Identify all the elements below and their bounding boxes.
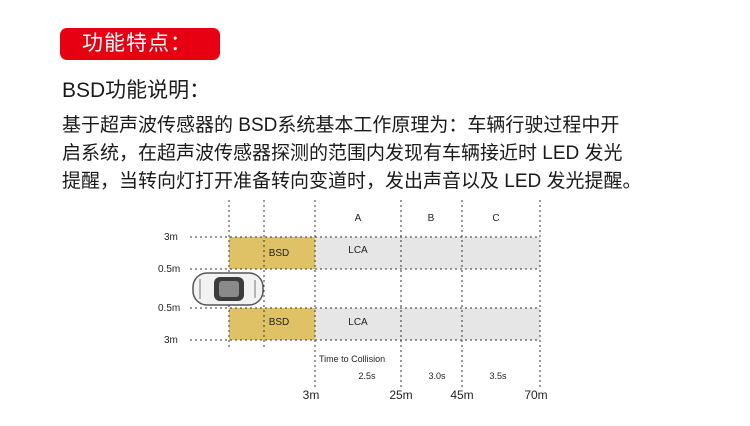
bsd-label-lower: BSD [269, 317, 290, 328]
section-title: BSD功能说明： [62, 79, 211, 102]
feature-badge: 功能特点： [60, 28, 220, 60]
lca-zone-lower [315, 308, 540, 340]
bsd-label-upper: BSD [269, 248, 290, 259]
distance-70m: 70m [524, 388, 547, 402]
car-icon [192, 272, 264, 306]
bsd-zone-upper [229, 237, 315, 269]
lca-zone-upper [315, 237, 540, 269]
lca-label-upper: LCA [348, 245, 368, 256]
horizontal-grid-lines [190, 236, 540, 341]
description-line-3: 提醒，当转向灯打开准备转向变道时，发出声音以及 LED 发光提醒。 [62, 171, 642, 192]
zone-header-b: B [428, 213, 435, 224]
ttc-value-3-0s: 3.0s [428, 371, 446, 381]
lane-label-0-5m-top: 0.5m [158, 264, 180, 275]
zone-header-a: A [355, 213, 362, 224]
ttc-value-2-5s: 2.5s [358, 371, 376, 381]
distance-25m: 25m [389, 388, 412, 402]
ttc-label: Time to Collision [319, 354, 385, 364]
description-text: 基于超声波传感器的 BSD系统基本工作原理为：车辆行驶过程中开 启系统，在超声波… [62, 112, 712, 196]
lane-label-0-5m-bottom: 0.5m [158, 303, 180, 314]
distance-3m: 3m [303, 388, 320, 402]
description-line-2: 启系统，在超声波传感器探测的范围内发现有车辆接近时 LED 发光 [62, 143, 623, 164]
description-line-1: 基于超声波传感器的 BSD系统基本工作原理为：车辆行驶过程中开 [62, 115, 620, 136]
bsd-zone-lower [229, 308, 315, 340]
ttc-value-3-5s: 3.5s [489, 371, 507, 381]
zone-header-c: C [492, 213, 499, 224]
lane-label-3m-top: 3m [164, 232, 178, 243]
distance-45m: 45m [450, 388, 473, 402]
lca-label-lower: LCA [348, 317, 368, 328]
vertical-grid-lines [228, 200, 541, 388]
lane-label-3m-bottom: 3m [164, 335, 178, 346]
